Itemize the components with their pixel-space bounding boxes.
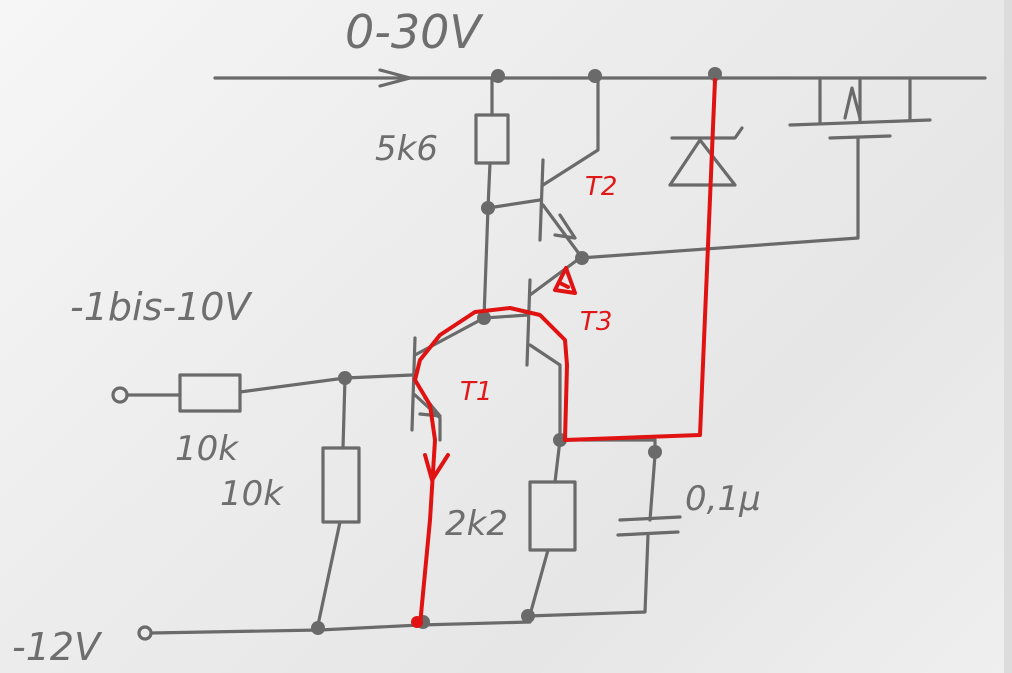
label-t1: T1: [460, 377, 492, 407]
vertical-center: [482, 206, 490, 320]
t2-emitter-arrow: [553, 213, 577, 240]
t1-collector: [413, 316, 486, 357]
t1-emitter: [413, 393, 442, 442]
paper-edge: [1004, 0, 1012, 673]
label-capacitor: 0,1µ: [685, 479, 761, 519]
cap-lead-bottom: [526, 533, 650, 618]
shunt-lead-bottom: [316, 520, 342, 627]
current-arrow: [423, 453, 450, 482]
input-arrow: [378, 68, 412, 88]
t3-marker: [553, 266, 577, 295]
output-plate-bottom: [828, 134, 892, 140]
t1-body: [410, 336, 417, 432]
series-wire: [238, 373, 414, 394]
resistor-5k6: [474, 113, 510, 165]
r2k2-lead-top: [553, 438, 562, 484]
t3-base: [482, 313, 530, 320]
cap-wire-top: [558, 438, 657, 457]
supply-terminal: [137, 625, 153, 641]
label-supply-neg: -12V: [12, 625, 103, 669]
cap-lead-top: [648, 453, 657, 522]
t3-body: [525, 278, 532, 367]
output-base-line: [578, 136, 860, 260]
resistor-10k-series: [178, 373, 242, 413]
t2-base-line: [486, 198, 542, 210]
bottom-rail: [149, 620, 532, 635]
t2-body: [538, 158, 545, 242]
label-10k-shunt: 10k: [220, 474, 284, 514]
label-t2: T2: [585, 172, 617, 202]
t2-collector: [541, 76, 600, 187]
t2-emitter: [541, 203, 582, 257]
r5k6-lead-bottom: [486, 161, 492, 210]
label-10k-series: 10k: [175, 429, 239, 469]
label-5k6: 5k6: [375, 129, 438, 169]
current-path-end: [411, 616, 423, 628]
t3-emitter: [528, 343, 562, 442]
shunt-lead-top: [341, 376, 347, 450]
label-2k2: 2k2: [445, 504, 508, 544]
output-arrow: [843, 86, 862, 120]
label-input-range: -1bis-10V: [70, 285, 253, 329]
label-t3: T3: [580, 307, 612, 337]
zener-bar: [670, 126, 744, 140]
cap-plate-top: [618, 515, 682, 522]
current-path: [413, 78, 717, 627]
zener-diode: [668, 138, 737, 187]
t3-collector: [528, 256, 582, 297]
junction-dots: [311, 67, 722, 635]
title-label: 0-30V: [345, 5, 484, 59]
input-terminal: [111, 386, 129, 404]
resistor-10k-shunt: [321, 446, 361, 524]
output-collector: [818, 76, 912, 124]
resistor-2k2: [528, 480, 577, 552]
